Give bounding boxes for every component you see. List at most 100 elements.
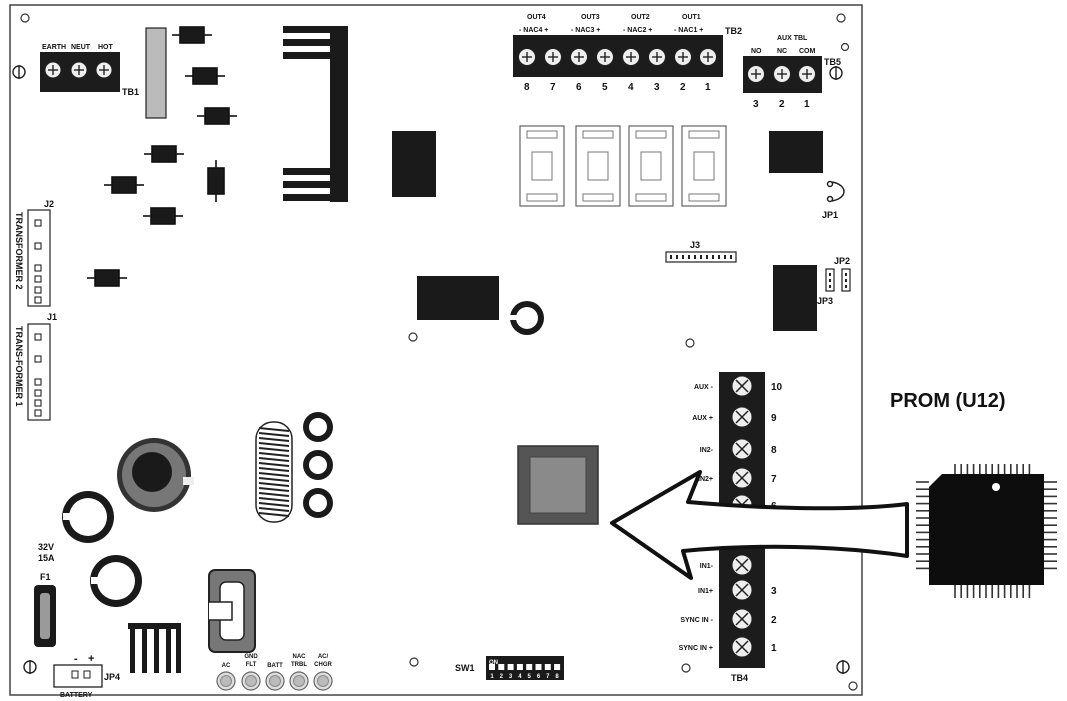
j3-label: J3: [690, 240, 700, 250]
tb5-title: AUX TBL: [777, 35, 808, 42]
tb4-terminal-label: IN2+: [698, 476, 713, 483]
tb2-out1: OUT1: [682, 14, 701, 21]
sw1-position-number: 2: [500, 674, 504, 680]
tb4-terminal: IN2+ 7: [698, 467, 777, 489]
toroid-inductor: [255, 421, 293, 523]
tb4-terminal-label: SYNC IN +: [679, 645, 713, 652]
tb4-terminal-label: IN1+: [698, 588, 713, 595]
tb4-terminal-label: IN1-: [700, 563, 714, 570]
tb2-nac1: - NAC1 +: [674, 27, 703, 34]
sw1-position-number: 8: [555, 674, 559, 680]
tb4-terminal-number: 1: [771, 643, 777, 654]
fuse-f1: [34, 585, 56, 647]
battery-label: BATTERY: [60, 692, 93, 699]
j1-label: J1: [47, 312, 57, 322]
jp1-jumper: [826, 180, 845, 203]
j1-connector: J1 TRANS-FORMER 1: [14, 312, 57, 421]
diodes-smd: [87, 26, 237, 287]
mounting-holes: [20, 13, 858, 691]
tb5-terminal-block: AUX TBL NO NC COM TB5 3 2 1: [743, 35, 841, 110]
jp3-ic: [773, 265, 817, 331]
tb4-terminal-number: 10: [771, 382, 783, 393]
transformer2-label: TRANSFORMER 2: [14, 212, 24, 290]
heatsink: [283, 26, 348, 202]
tb4-terminal-number: 3: [771, 586, 777, 597]
tb2-num: 2: [680, 82, 686, 93]
tb2-num: 7: [550, 82, 556, 93]
led-label: CHGR: [314, 662, 332, 668]
relay-pin-marks: [526, 130, 720, 202]
jp4-label: JP4: [104, 672, 120, 682]
tb2-name: TB2: [725, 26, 742, 36]
tb2-terminal-block: OUT4 OUT3 OUT2 OUT1 - NAC4 + - NAC3 + - …: [513, 14, 742, 93]
jp1-label: JP1: [822, 210, 838, 220]
tb2-out2: OUT2: [631, 14, 650, 21]
tb2-num: 6: [576, 82, 582, 93]
tb5-label-nc: NC: [777, 48, 787, 55]
j2-label: J2: [44, 199, 54, 209]
status-led: GND FLT: [241, 654, 261, 691]
tb2-num: 8: [524, 82, 530, 93]
tb5-num-1: 1: [804, 99, 810, 110]
tb5-name: TB5: [824, 57, 841, 67]
tb1-terminal-block: EARTH NEUT HOT TB1: [40, 44, 139, 97]
led-label: BATT: [267, 663, 283, 669]
tb4-terminal-number: 9: [771, 413, 777, 424]
led-label: AC: [222, 663, 231, 669]
tb4-terminal-number: 7: [771, 474, 777, 485]
ground-screw-symbols: [12, 65, 850, 674]
tb5-label-no: NO: [751, 48, 762, 55]
tb2-out4: OUT4: [527, 14, 546, 21]
status-led: AC/CHGR: [313, 654, 333, 691]
led-label: FLT: [246, 662, 257, 668]
small-capacitors: [303, 412, 333, 518]
sw1-position-number: 7: [546, 674, 550, 680]
tb5-label-com: COM: [799, 48, 816, 55]
tb2-nac4: - NAC4 +: [519, 27, 548, 34]
sw1-position-number: 3: [509, 674, 513, 680]
tb4-name: TB4: [731, 673, 748, 683]
tb1-label-hot: HOT: [98, 44, 114, 51]
jp3-label: JP3: [817, 296, 833, 306]
tb4-terminal: SYNC IN + 1: [679, 636, 777, 658]
tb4-terminal: IN2-8: [700, 438, 777, 460]
battery-plus: +: [88, 653, 94, 665]
aux-relay: [769, 131, 823, 173]
tb5-num-3: 3: [753, 99, 759, 110]
tb2-num: 1: [705, 82, 711, 93]
output-relays: [519, 125, 727, 207]
led-label: TRBL: [291, 662, 307, 668]
capacitor-left-1: [62, 491, 114, 543]
power-choke: [208, 569, 256, 653]
sw1-label: SW1: [455, 663, 475, 673]
center-ic: [417, 276, 499, 320]
led-label: AC/: [318, 654, 329, 660]
battery-minus: -: [74, 653, 78, 665]
sw1-position-number: 5: [528, 674, 532, 680]
fuse-rating-a: 15A: [38, 553, 55, 563]
j3-pins: [670, 255, 732, 259]
led-label: GND: [244, 654, 258, 660]
relay-ic: [392, 131, 436, 197]
callout-arrow: [610, 470, 909, 580]
tb4-terminal: AUX - 10: [694, 375, 783, 397]
led-label: NAC: [293, 654, 307, 660]
tb2-num: 5: [602, 82, 608, 93]
tb2-nac3: - NAC3 +: [571, 27, 600, 34]
tb2-out3: OUT3: [581, 14, 600, 21]
sw1-position-number: 4: [518, 674, 522, 680]
tb4-terminal: AUX + 9: [692, 406, 777, 428]
tb2-num: 3: [654, 82, 660, 93]
tb2-nac2: - NAC2 +: [623, 27, 652, 34]
status-led: NAC TRBL: [289, 654, 309, 691]
sw1-position-number: 6: [537, 674, 541, 680]
sw1-position-number: 1: [490, 674, 494, 680]
tb4-terminal-label: IN2-: [700, 447, 714, 454]
tb4-terminal-label: AUX -: [694, 384, 714, 391]
fuse-rating-v: 32V: [38, 542, 54, 552]
tb1-label-earth: EARTH: [42, 44, 66, 51]
center-capacitor: [510, 301, 544, 335]
tb4-terminal-label: AUX +: [692, 415, 713, 422]
tb4-terminal-number: 2: [771, 615, 777, 626]
